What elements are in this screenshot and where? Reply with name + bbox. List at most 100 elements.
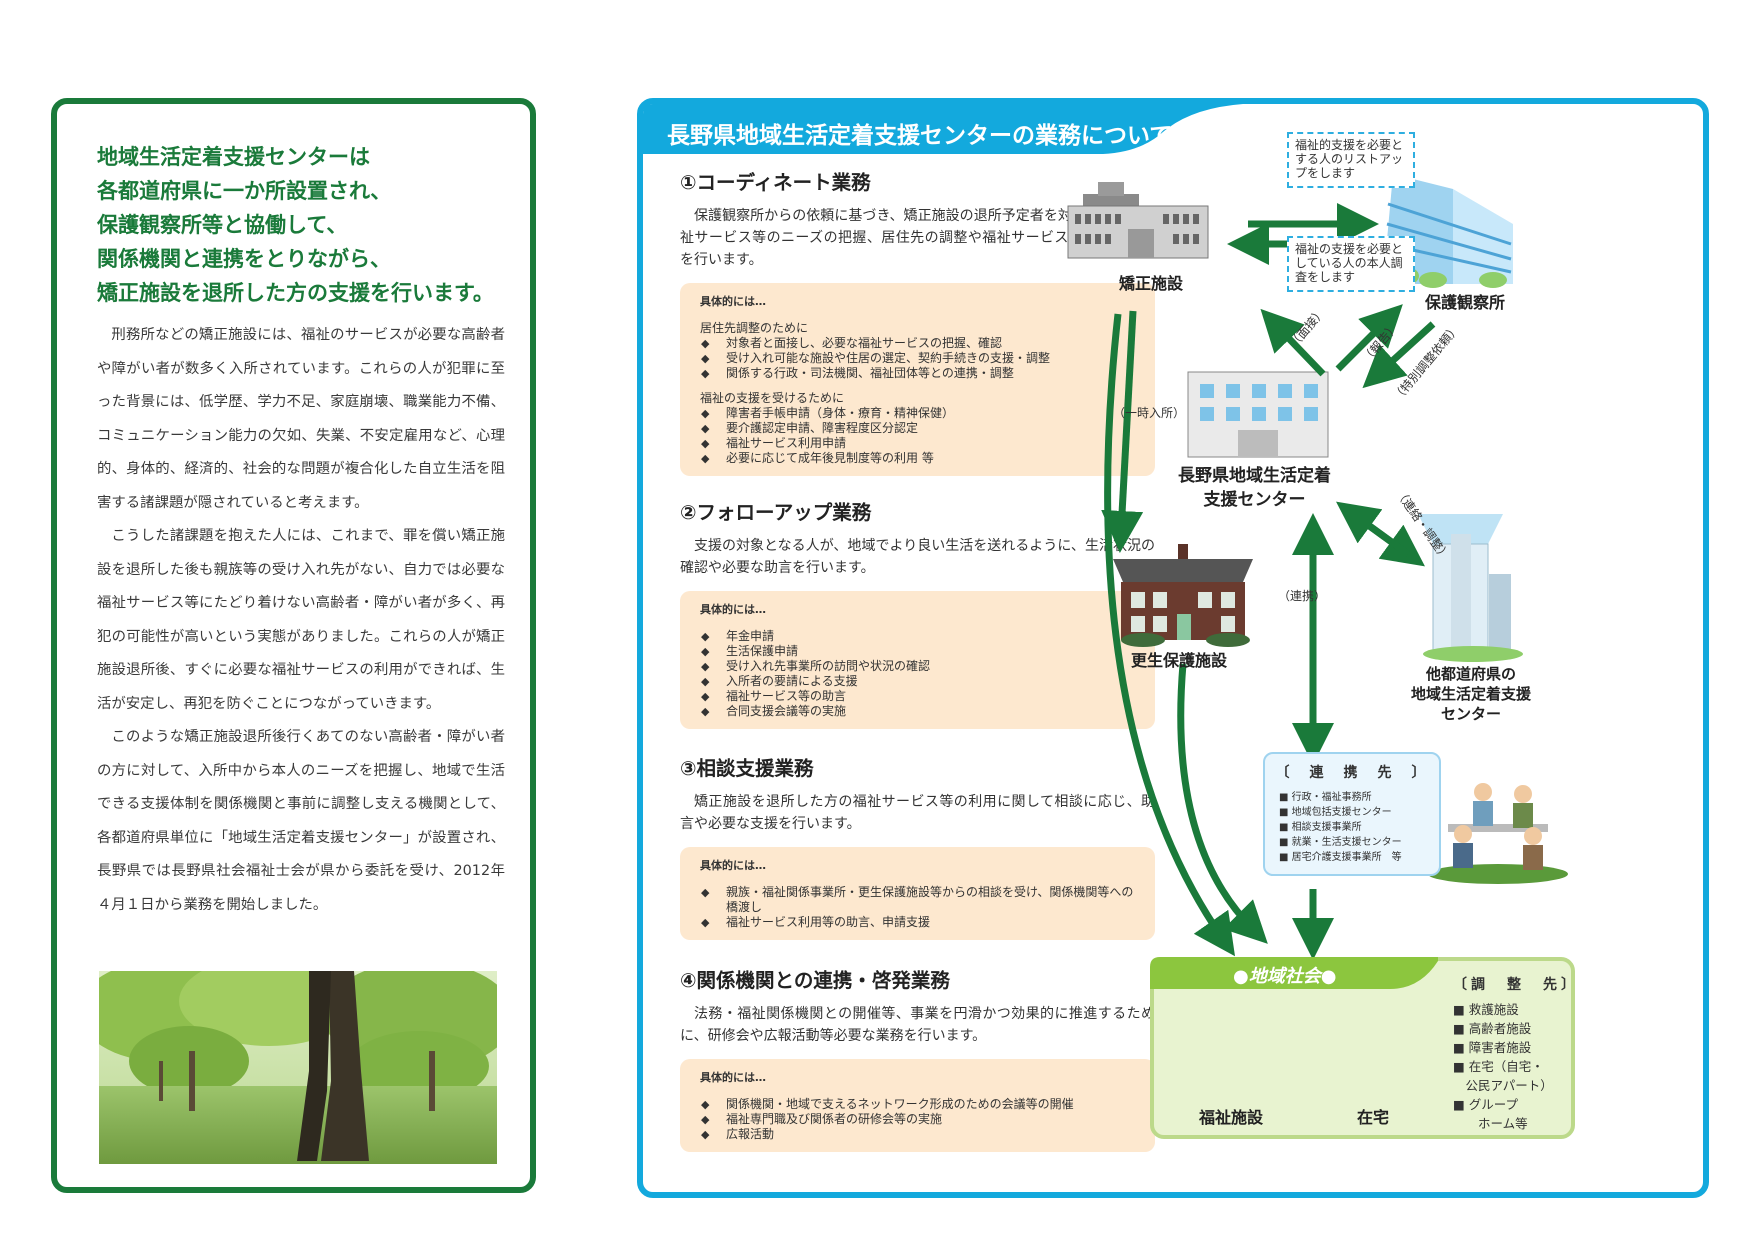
detail-item: ◆要介護認定申請、障害程度区分認定 [701,421,919,435]
detail-item: ◆入所者の要請による支援 [701,674,858,688]
detail-item: ◆広報活動 [701,1127,775,1141]
other-prefecture-label: 他都道府県の地域生活定着支援センター [1411,665,1532,723]
adjust-item: ■ グループ [1453,1097,1519,1112]
detail-list: ◆親族・福祉関係事業所・更生保護施設等からの相談を受け、関係機関等への橋渡し ◆… [700,885,1135,930]
diamond-bullet-icon: ◆ [701,690,710,703]
title-band [643,104,1243,154]
detail-box: 具体的には… ◆年金申請 ◆生活保護申請 ◆受け入れ先事業所の訪問や状況の確認 … [680,591,1155,729]
adjust-item: ホーム等 [1453,1116,1528,1131]
diamond-bullet-icon: ◆ [701,660,710,673]
adjustment-box: 〔調 整 先〕 ■ 救護施設 ■ 高齢者施設 ■ 障害者施設 ■ 在宅（自宅・ … [1453,974,1579,1133]
adjust-item: ■ 高齢者施設 [1453,1021,1532,1036]
temporary-admission-label: （一時入所） [1113,406,1186,420]
intro-paragraph: このような矯正施設退所後行くあてのない高齢者・障がい者の方に対して、入所中から本… [97,729,505,913]
meeting-people-illustration [1428,783,1568,884]
rehab-facility-label: 更生保護施設 [1131,651,1228,670]
detail-item: ◆合同支援会議等の実施 [701,704,847,718]
detail-item: ◆関係機関・地域で支えるネットワーク形成のための会議等の開催 [701,1097,1074,1111]
diamond-bullet-icon: ◆ [701,1098,710,1111]
section-heading: ③相談支援業務 [680,757,814,780]
partner-item: ■ 就業・生活支援センター [1279,837,1402,848]
adjust-item: ■ 障害者施設 [1453,1040,1532,1055]
community-tab [1150,957,1438,989]
diamond-bullet-icon: ◆ [701,367,710,380]
adjust-item: 公民アパート） [1453,1078,1553,1093]
section-coordinate: ①コーディネート業務 保護観察所からの依頼に基づき、矯正施設の退所予定者を対象に… [680,166,1155,476]
lead-line: 地域生活定着支援センターは [97,145,370,169]
diamond-bullet-icon: ◆ [701,630,710,643]
detail-item: ◆福祉サービス利用等の助言、申請支援 [701,915,931,929]
section-consultation: ③相談支援業務 矯正施設を退所した方の福祉サービス等の利用に関して相談に応じ、助… [680,752,1155,940]
services-panel: 長野県地域生活定着支援センターの業務について ①コーディネート業務 保護観察所か… [637,98,1709,1198]
partners-title: 〔 連 携 先 〕 [1275,765,1429,781]
adjust-item: ■ 救護施設 [1453,1002,1519,1017]
survey-note: 福祉の支援を必要としている人の本人調査をします [1287,236,1415,292]
adjustment-title: 〔調 整 先〕 [1453,977,1579,993]
detail-label: 具体的には… [700,859,766,872]
lead-line: 矯正施設を退所した方の支援を行います。 [97,281,494,305]
detail-item: ◆福祉サービス等の助言 [701,689,847,703]
detail-box: 具体的には… ◆関係機関・地域で支えるネットワーク形成のための会議等の開催 ◆福… [680,1059,1155,1152]
section-followup: ②フォローアップ業務 支援の対象となる人が、地域でより良い生活を送れるように、生… [680,496,1155,729]
home-label: 在宅 [1357,1108,1390,1127]
interview-label: （面接） [1286,304,1329,351]
forest-photo [99,971,497,1164]
adjustment-list: ■ 救護施設 ■ 高齢者施設 ■ 障害者施設 ■ 在宅（自宅・ 公民アパート） … [1453,1000,1563,1133]
diamond-bullet-icon: ◆ [701,437,710,450]
section-description: 保護観察所からの依頼に基づき、矯正施設の退所予定者を対象にして、福祉サービス等の… [680,208,1155,268]
detail-subhead: 福祉の支援を受けるために [700,391,845,405]
welfare-facility-label: 福祉施設 [1199,1108,1264,1127]
report-label: （報告） [1359,319,1402,366]
detail-label: 具体的には… [700,1071,766,1084]
partner-item: ■ 相談支援事業所 [1279,822,1362,833]
detail-item: ◆福祉専門職及び関係者の研修会等の実施 [701,1112,943,1126]
detail-item: ◆受け入れ先事業所の訪問や状況の確認 [701,659,931,673]
detail-box: 具体的には… 居住先調整のために ◆対象者と面接し、必要な福祉サービスの把握、確… [680,283,1155,476]
lead-line: 関係機関と連携をとりながら、 [97,247,391,271]
special-request-label: （特別調整依頼） [1390,321,1463,405]
detail-item: ◆関係する行政・司法機関、福祉団体等との連携・調整 [701,366,1014,380]
detail-box: 具体的には… ◆親族・福祉関係事業所・更生保護施設等からの相談を受け、関係機関等… [680,847,1155,940]
lead-heading: 地域生活定着支援センターは 各都道府県に一か所設置され、 保護観察所等と協働して… [97,140,517,310]
diamond-bullet-icon: ◆ [701,452,710,465]
diamond-bullet-icon: ◆ [701,422,710,435]
detail-label: 具体的には… [700,603,766,616]
page-title: 長野県地域生活定着支援センターの業務について [667,123,1173,149]
detail-item: ◆年金申請 [701,629,775,643]
partner-item: ■ 地域包括支援センター [1279,807,1392,818]
detail-item: ◆障害者手帳申請（身体・療育・精神保健） [701,406,955,420]
diamond-bullet-icon: ◆ [701,1128,710,1141]
section-liaison: ④関係機関との連携・啓発業務 法務・福祉関係機関との開催等、事業を円滑かつ効果的… [680,964,1155,1152]
correctional-facility-label: 矯正施設 [1119,274,1184,293]
detail-item: ◆対象者と面接し、必要な福祉サービスの把握、確認 [701,336,1003,350]
detail-list: ◆対象者と面接し、必要な福祉サービスの把握、確認 ◆受け入れ可能な施設や住居の選… [700,336,1135,381]
lead-line: 各都道府県に一か所設置され、 [97,179,392,203]
cooperation-label: （連携） [1278,589,1327,603]
detail-item: ◆福祉サービス利用申請 [701,436,847,450]
section-description: 支援の対象となる人が、地域でより良い生活を送れるように、生活状況の確認や必要な助… [680,538,1155,576]
intro-body: 刑務所などの矯正施設には、福祉のサービスが必要な高齢者や障がい者が数多く入所され… [97,319,505,922]
section-description: 矯正施設を退所した方の福祉サービス等の利用に関して相談に応じ、助言や必要な支援を… [680,794,1155,832]
diamond-bullet-icon: ◆ [701,337,710,350]
diamond-bullet-icon: ◆ [701,407,710,420]
lead-line: 保護観察所等と協働して、 [97,213,348,237]
partners-list: ■ 行政・福祉事務所 ■ 地域包括支援センター ■ 相談支援事業所 ■ 就業・生… [1279,790,1402,865]
diamond-bullet-icon: ◆ [701,645,710,658]
listup-note: 福祉的支援を必要とする人のリストアップをします [1287,132,1415,188]
section-description: 法務・福祉関係機関との開催等、事業を円滑かつ効果的に推進するために、研修会や広報… [680,1006,1155,1044]
partner-item: ■ 行政・福祉事務所 [1279,792,1372,803]
adjust-item: ■ 在宅（自宅・ [1453,1059,1544,1074]
detail-item: ◆生活保護申請 [701,644,799,658]
detail-item: ◆親族・福祉関係事業所・更生保護施設等からの相談を受け、関係機関等への橋渡し [701,885,1134,914]
detail-list: ◆障害者手帳申請（身体・療育・精神保健） ◆要介護認定申請、障害程度区分認定 ◆… [700,406,1135,466]
liaison-adjust-label: （連絡・調整） [1392,486,1453,564]
partner-item: ■ 居宅介護支援事業所 等 [1279,852,1402,863]
diamond-bullet-icon: ◆ [701,675,710,688]
diamond-bullet-icon: ◆ [701,705,710,718]
detail-list: ◆年金申請 ◆生活保護申請 ◆受け入れ先事業所の訪問や状況の確認 ◆入所者の要請… [700,629,1135,719]
detail-subhead: 居住先調整のために [700,321,809,335]
diamond-bullet-icon: ◆ [701,1113,710,1126]
section-heading: ①コーディネート業務 [680,171,871,194]
center-building-illustration [1187,371,1329,458]
diamond-bullet-icon: ◆ [701,352,710,365]
